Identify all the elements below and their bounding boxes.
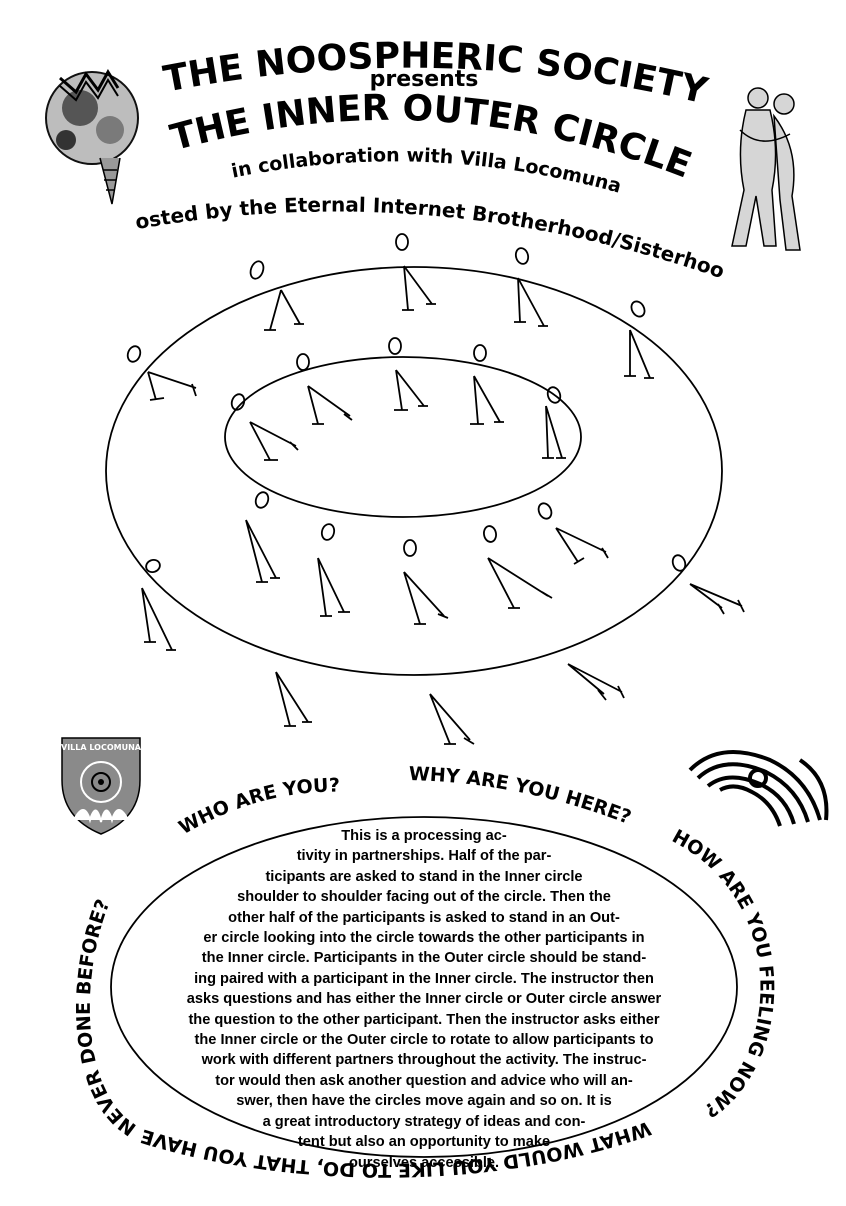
stick-figure-icon [537, 502, 609, 565]
globe-collage-icon [45, 69, 139, 205]
stick-figure-icon [483, 525, 553, 609]
description-line: This is a processing ac- [341, 828, 507, 844]
stick-figure-icon [296, 353, 353, 425]
stick-figure-icon [275, 671, 312, 727]
stick-figure-icon [429, 693, 475, 745]
description-line: tor would then ask another question and … [215, 1072, 633, 1089]
description-line: ticipants are asked to stand in the Inne… [265, 868, 583, 885]
stick-figure-icon [671, 554, 745, 615]
description-line: the Inner circle or the Outer circle to … [194, 1032, 654, 1049]
text-ellipse [110, 816, 738, 1158]
villa-locomuna-shield-icon: VILLA LOCOMUNA [61, 737, 142, 835]
stick-figure-icon [542, 386, 566, 459]
outer-circle [105, 266, 723, 676]
description-line: ourselves accessible. [348, 1154, 500, 1171]
presents-text: presents [370, 67, 479, 92]
stick-figure-icon [395, 233, 436, 311]
stick-figure-icon [403, 539, 449, 625]
description-line: the Inner circle. Participants in the Ou… [201, 950, 647, 967]
description-line: er circle looking into the circle toward… [203, 930, 645, 947]
description-line: tivity in partnerships. Half of the par- [296, 848, 552, 865]
stick-figure-icon [126, 345, 197, 401]
description-line: swer, then have the circles move again a… [236, 1093, 612, 1110]
stick-figure-icon [514, 247, 548, 327]
stick-figure-icon [249, 260, 304, 331]
question-why: WHY ARE YOU HERE? [408, 763, 634, 829]
stick-figure-icon [624, 300, 654, 379]
description-line: other half of the participants is asked … [228, 909, 620, 926]
embracing-figures-icon [731, 87, 801, 251]
description-line: work with different partners throughout … [201, 1052, 647, 1069]
stick-figure-icon [141, 558, 176, 651]
description-line: a great introductory strategy of ideas a… [262, 1113, 586, 1130]
description-line: tent but also an opportunity to make [297, 1134, 551, 1151]
participants [126, 233, 745, 745]
description-line: asks questions and has either the Inner … [186, 991, 662, 1008]
description-line: the question to the other participant. T… [188, 1011, 660, 1028]
stick-figure-icon [230, 393, 299, 461]
inner-circle [224, 356, 582, 518]
collaboration-text: in collaboration with Villa Locomuna [230, 144, 624, 197]
description-line: shoulder to shoulder facing out of the c… [237, 889, 611, 906]
activity-description: This is a processing ac-tivity in partne… [128, 826, 720, 1173]
striped-swirl-icon [688, 750, 829, 827]
stick-figure-icon [567, 663, 625, 701]
stick-figure-icon [470, 344, 504, 425]
description-line: ing paired with a participant in the Inn… [194, 970, 654, 987]
stick-figure-icon [388, 337, 428, 411]
stick-figure-icon [317, 523, 350, 617]
stick-figure-icon [245, 491, 280, 583]
badge-label: VILLA LOCOMUNA [61, 743, 142, 752]
